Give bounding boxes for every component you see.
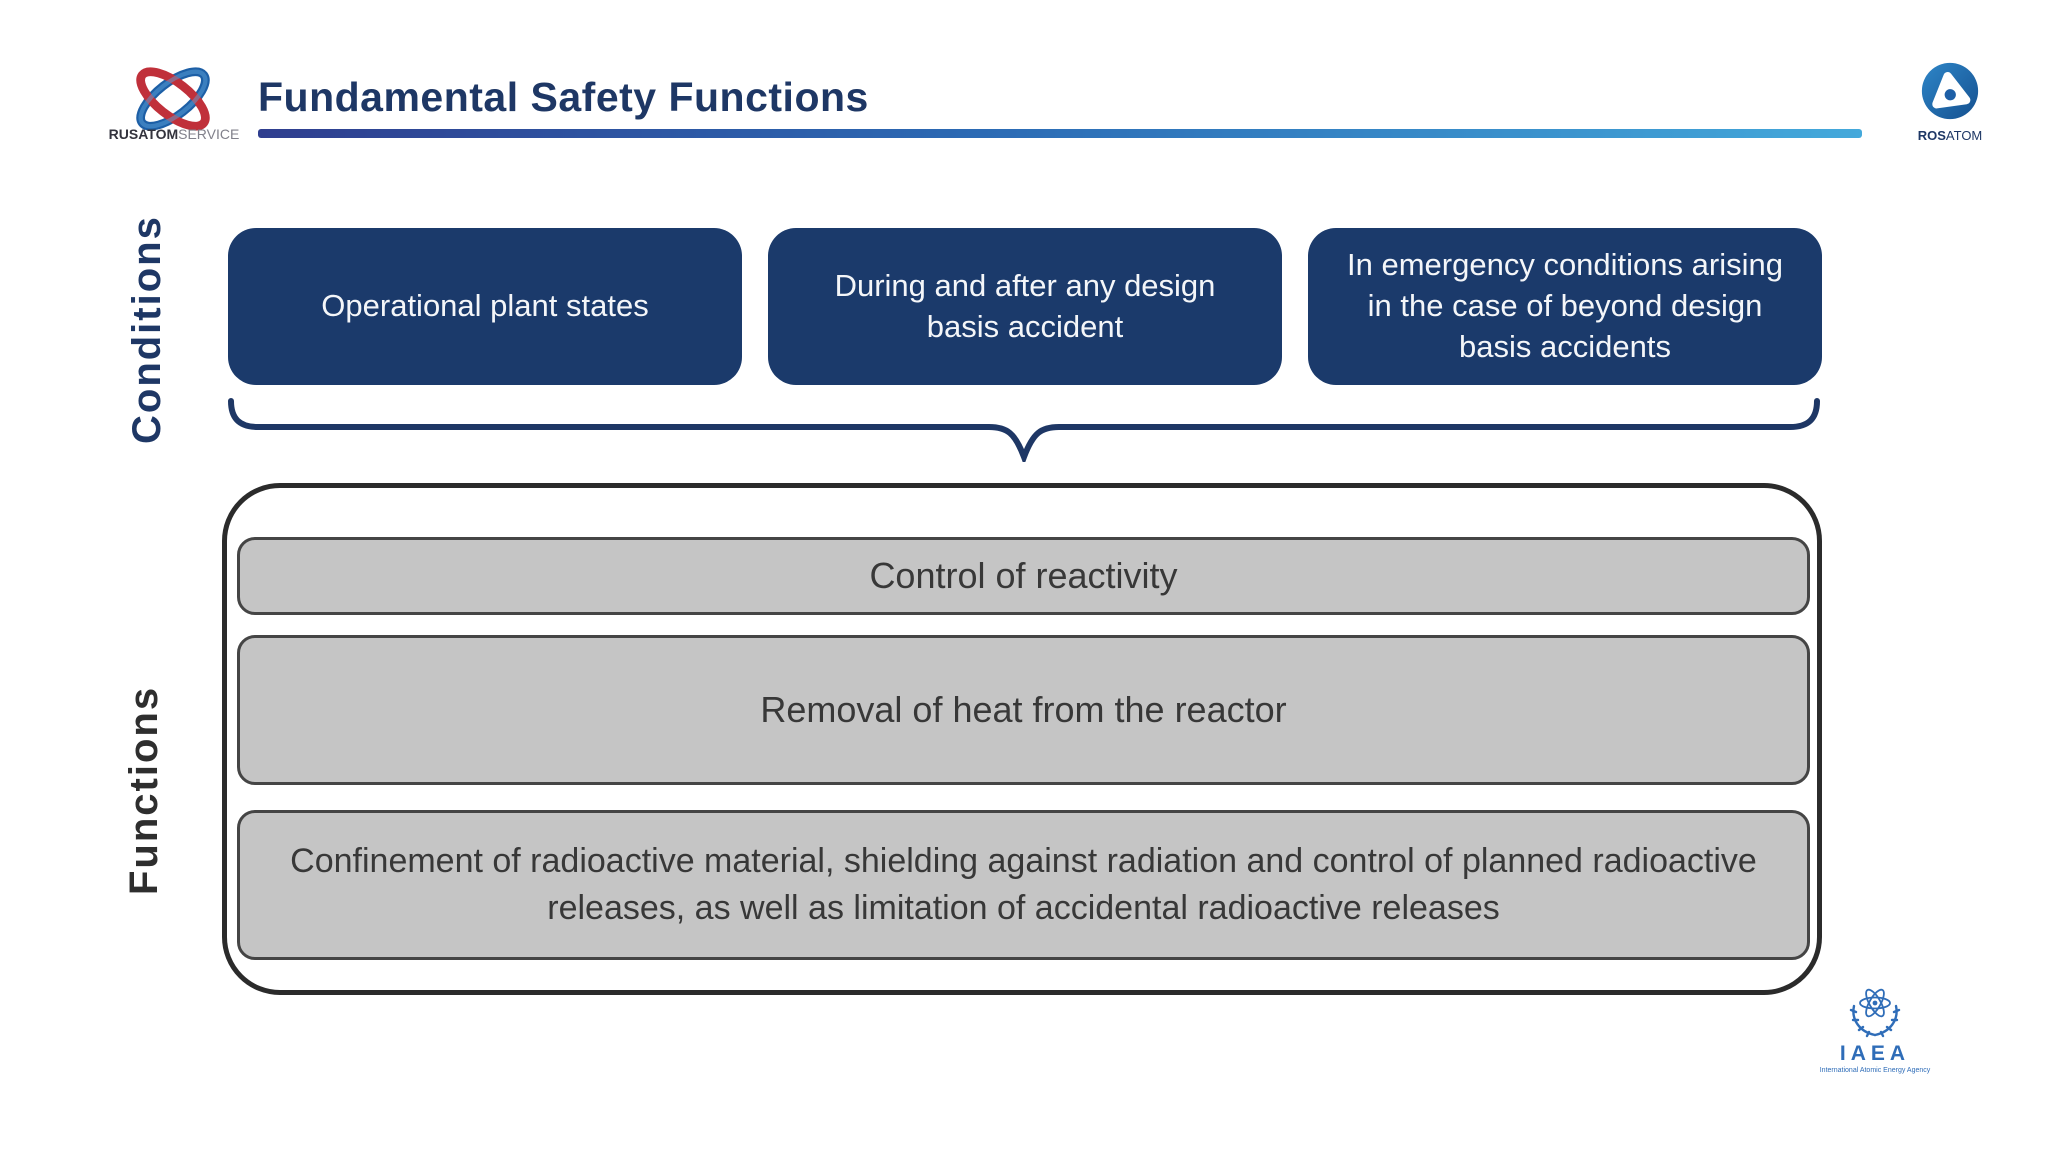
iaea-logo: IAEA International Atomic Energy Agency	[1810, 982, 1940, 1074]
curly-brace-icon	[228, 398, 1820, 462]
iaea-caption: International Atomic Energy Agency	[1819, 1067, 1931, 1074]
function-box-confinement: Confinement of radioactive material, shi…	[237, 810, 1810, 960]
condition-box-operational-plant-states: Operational plant states	[228, 228, 742, 385]
rusatomservice-logo-icon	[136, 67, 210, 131]
iaea-acronym: IAEA	[1839, 1042, 1911, 1065]
rusatomservice-wordmark: RUSATOMSERVICE	[108, 126, 240, 142]
condition-box-design-basis-accident: During and after any design basis accide…	[768, 228, 1282, 385]
rosatom-logo-icon	[1921, 62, 1979, 120]
conditions-axis-label: Conditions	[125, 215, 169, 445]
rosatom-wordmark: ROSATOM	[1917, 128, 1983, 143]
condition-box-beyond-design-basis-accidents: In emergency conditions arising in the c…	[1308, 228, 1822, 385]
function-box-control-of-reactivity: Control of reactivity	[237, 537, 1810, 615]
iaea-emblem-icon	[1849, 988, 1901, 1038]
functions-axis-label: Functions	[122, 685, 166, 895]
function-box-heat-removal: Removal of heat from the reactor	[237, 635, 1810, 785]
page-title: Fundamental Safety Functions	[258, 74, 869, 120]
title-underline-rule	[258, 129, 1862, 138]
